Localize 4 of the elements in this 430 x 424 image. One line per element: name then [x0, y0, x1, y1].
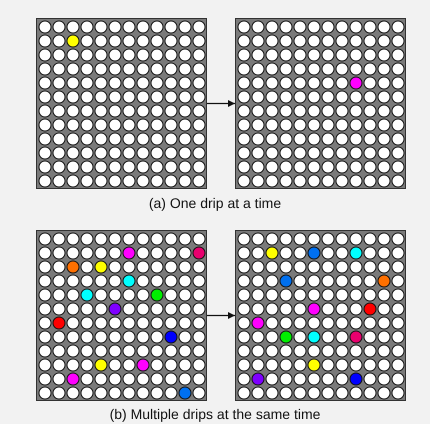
arrow: [207, 100, 235, 107]
arrow: [207, 312, 235, 319]
figure-caption: (b) Multiple drips at the same time: [110, 406, 320, 422]
figure-caption: (a) One drip at a time: [148, 195, 282, 211]
